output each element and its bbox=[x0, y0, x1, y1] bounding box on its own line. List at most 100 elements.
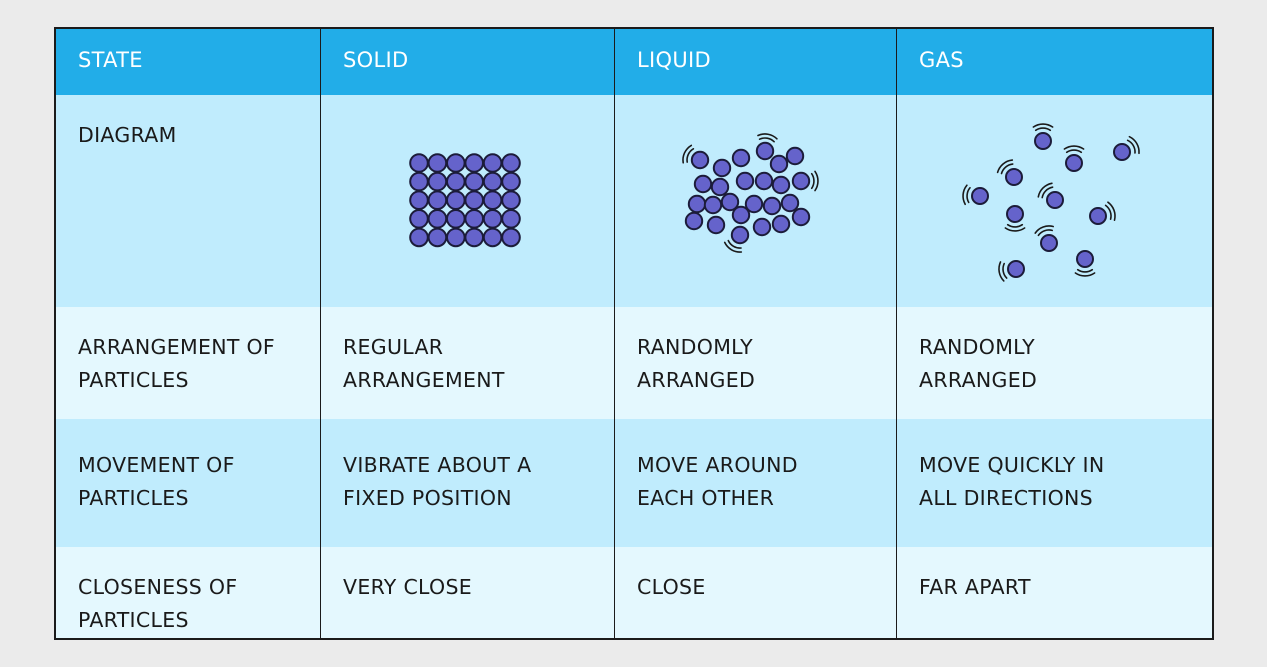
liquid-particle bbox=[785, 146, 805, 166]
gas-movement: MOVE QUICKLY IN ALL DIRECTIONS bbox=[919, 453, 1105, 510]
liquid-particle-motion-mark-1 bbox=[723, 241, 743, 253]
gas-particle-motion-mark-0 bbox=[1006, 223, 1024, 228]
solid-particle bbox=[501, 171, 521, 192]
solid-particle bbox=[427, 190, 448, 210]
liquid-particle-motion-mark-0 bbox=[727, 239, 742, 249]
arrangement-row: ARRANGEMENT OF PARTICLES REGULAR ARRANGE… bbox=[56, 307, 1212, 420]
states-of-matter-table: STATE SOLID LIQUID GAS DIAGRAM ARRANGEME… bbox=[54, 27, 1214, 640]
liquid-particle bbox=[730, 225, 750, 245]
liquid-particle bbox=[735, 171, 755, 191]
liquid-particle bbox=[690, 150, 710, 170]
liquid-arrangement: RANDOMLY ARRANGED bbox=[615, 307, 897, 419]
liquid-particle-motion-mark-0 bbox=[686, 148, 695, 163]
solid-particle bbox=[427, 209, 448, 229]
solid-particle bbox=[446, 190, 466, 210]
liquid-particle bbox=[771, 214, 791, 234]
gas-particle bbox=[1005, 168, 1023, 186]
solid-particle bbox=[446, 227, 466, 248]
solid-particle bbox=[501, 190, 521, 210]
solid-particle bbox=[446, 171, 466, 192]
gas-particle-motion-mark-1 bbox=[1032, 123, 1054, 128]
gas-particle-motion-mark-1 bbox=[998, 261, 1005, 282]
liquid-particle bbox=[706, 215, 726, 235]
closeness-label: CLOSENESS OF PARTICLES bbox=[56, 547, 321, 638]
header-liquid: LIQUID bbox=[615, 29, 897, 95]
liquid-particle bbox=[744, 194, 764, 214]
gas-particle bbox=[1034, 132, 1052, 150]
movement-row: MOVEMENT OF PARTICLES VIBRATE ABOUT A FI… bbox=[56, 419, 1212, 548]
liquid-particle bbox=[769, 154, 789, 174]
solid-particle bbox=[409, 190, 429, 210]
gas-particle-motion-mark-0 bbox=[1104, 204, 1112, 220]
liquid-particle bbox=[791, 207, 811, 227]
gas-particle-motion-mark-0 bbox=[1126, 139, 1136, 154]
solid-particle bbox=[427, 227, 448, 248]
gas-particle-motion-mark-1 bbox=[1063, 145, 1085, 150]
solid-particle bbox=[501, 227, 521, 248]
diagram-label: DIAGRAM bbox=[56, 95, 321, 307]
liquid-particle bbox=[791, 171, 811, 191]
liquid-particle bbox=[712, 158, 732, 178]
solid-particle bbox=[464, 209, 485, 229]
liquid-particle bbox=[703, 195, 723, 215]
liquid-particle bbox=[720, 192, 740, 212]
solid-particle bbox=[427, 171, 448, 192]
gas-particle-motion-mark-0 bbox=[1037, 229, 1053, 237]
gas-particle bbox=[1046, 191, 1064, 209]
gas-particle-motion-mark-1 bbox=[1037, 182, 1053, 198]
solid-particle bbox=[446, 153, 466, 173]
header-row: STATE SOLID LIQUID GAS bbox=[56, 29, 1212, 96]
liquid-particle bbox=[752, 217, 772, 237]
gas-particle bbox=[1006, 205, 1024, 223]
liquid-particle bbox=[710, 177, 730, 197]
solid-particle bbox=[482, 171, 503, 192]
liquid-diagram-cell bbox=[615, 95, 897, 307]
gas-particle bbox=[1089, 207, 1107, 225]
solid-particle bbox=[464, 153, 485, 173]
solid-particle bbox=[409, 227, 429, 248]
solid-particle bbox=[482, 190, 503, 210]
arrangement-label: ARRANGEMENT OF PARTICLES bbox=[56, 307, 321, 419]
liquid-movement: MOVE AROUND EACH OTHER bbox=[615, 419, 897, 547]
gas-particle bbox=[1065, 154, 1083, 172]
gas-particle-motion-mark-1 bbox=[1034, 225, 1054, 234]
gas-particle bbox=[1007, 260, 1025, 278]
gas-particle-motion-mark-0 bbox=[1041, 186, 1054, 199]
gas-particle-motion-mark-1 bbox=[1074, 272, 1096, 277]
gas-arrangement: RANDOMLY ARRANGED bbox=[919, 335, 1038, 392]
solid-particle bbox=[409, 171, 429, 192]
solid-particle bbox=[482, 209, 503, 229]
gas-particle-motion-mark-1 bbox=[996, 159, 1014, 174]
gas-particle bbox=[971, 187, 989, 205]
solid-particles bbox=[409, 153, 521, 248]
liquid-particle bbox=[762, 196, 782, 216]
solid-particle bbox=[409, 209, 429, 229]
solid-particle bbox=[409, 153, 429, 173]
gas-particle-motion-mark-0 bbox=[966, 187, 971, 204]
liquid-particle bbox=[687, 194, 707, 214]
solid-particle bbox=[446, 209, 466, 229]
solid-particle bbox=[482, 227, 503, 248]
solid-particle bbox=[464, 171, 485, 192]
solid-particle bbox=[464, 190, 485, 210]
header-gas: GAS bbox=[919, 48, 964, 72]
liquid-particle bbox=[693, 174, 713, 194]
gas-particle bbox=[1040, 234, 1058, 252]
liquid-particle-motion-mark-0 bbox=[758, 137, 775, 143]
movement-label: MOVEMENT OF PARTICLES bbox=[56, 419, 321, 547]
gas-particle-motion-mark-1 bbox=[1107, 201, 1116, 221]
gas-closeness: FAR APART bbox=[919, 575, 1031, 599]
closeness-row: CLOSENESS OF PARTICLES VERY CLOSE CLOSE … bbox=[56, 547, 1212, 638]
liquid-particles bbox=[682, 133, 819, 253]
gas-particle-motion-mark-0 bbox=[1000, 163, 1014, 175]
solid-closeness: VERY CLOSE bbox=[321, 547, 615, 638]
gas-particle-motion-mark-0 bbox=[1034, 127, 1052, 132]
liquid-particle-motion-mark-1 bbox=[814, 170, 819, 192]
solid-particle bbox=[501, 209, 521, 229]
gas-particle-motion-mark-1 bbox=[962, 184, 968, 206]
liquid-particle-motion-mark-0 bbox=[810, 172, 815, 190]
gas-particles bbox=[962, 123, 1140, 282]
solid-movement: VIBRATE ABOUT A FIXED POSITION bbox=[321, 419, 615, 547]
